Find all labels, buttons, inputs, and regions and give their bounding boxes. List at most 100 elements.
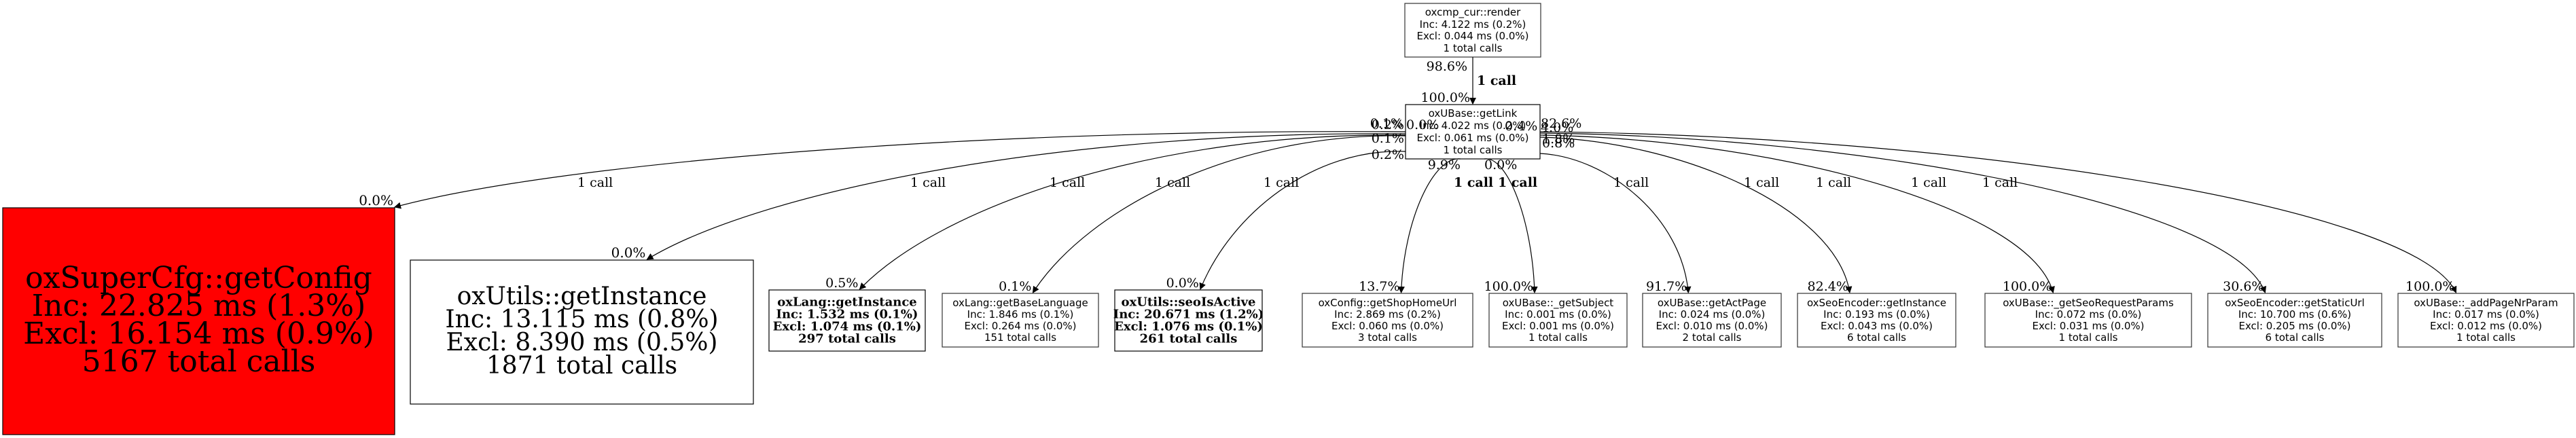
node-calls-oxlang-getbaselanguage: 151 total calls (984, 331, 1056, 344)
edge-in-pct-oxubase-getseorequestparams: 100.0% (2003, 279, 2052, 294)
node-inc-oxseoencoder-getstaticurl: Inc: 10.700 ms (0.6%) (2238, 308, 2351, 321)
node-excl-oxlang-getinstance: Excl: 1.074 ms (0.1%) (773, 319, 922, 333)
pct-left-0: 0.2% (1372, 117, 1404, 132)
pct-left-4: 0.2% (1372, 147, 1404, 162)
node-excl-oxubase-getseorequestparams: Excl: 0.031 ms (0.0%) (2032, 320, 2144, 332)
node-inc-oxubase-getactpage: Inc: 0.024 ms (0.0%) (1659, 308, 1766, 321)
node-focus[interactable]: oxUBase::getLink Inc: 4.022 ms (0.2%) Ex… (1405, 104, 1541, 160)
node-excl-oxubase-getactpage: Excl: 0.010 ms (0.0%) (1656, 320, 1768, 332)
node-root-excl: Excl: 0.044 ms (0.0%) (1416, 30, 1528, 42)
node-box-oxconfig-getshophomeurl (1302, 293, 1473, 348)
edge-oxubase-addpagenrparam: 1 call 100.0% (1539, 131, 2457, 294)
edge-label-oxlang-getinstance: 1 call (1050, 175, 1085, 190)
edge-in-pct-oxutils-seoisactive: 0.0% (1166, 276, 1199, 291)
node-name-oxubase-getactpage: oxUBase::getActPage (1658, 297, 1766, 309)
edge-path-oxubase-getseorequestparams (1539, 134, 2055, 293)
edge-label-oxlang-getbaselanguage: 1 call (1155, 175, 1190, 190)
edge-in-pct-oxubase-getsubject: 100.0% (1484, 279, 1533, 294)
node-calls-oxutils-getinstance: 1871 total calls (486, 352, 677, 380)
pct-below-1: 0.0% (1484, 158, 1517, 172)
node-box-oxutils-getinstance (410, 259, 754, 405)
node-calls-oxseoencoder-getstaticurl: 6 total calls (2266, 331, 2325, 344)
node-box-oxlang-getinstance (768, 289, 926, 352)
node-root-inc: Inc: 4.122 ms (0.2%) (1420, 18, 1526, 31)
node-focus-excl: Excl: 0.061 ms (0.0%) (1416, 132, 1528, 144)
edge-path-oxubase-getsubject (1484, 158, 1538, 293)
node-excl-oxlang-getbaselanguage: Excl: 0.264 ms (0.0%) (964, 320, 1076, 332)
node-name-oxsupercfg-getconfig: oxSuperCfg::getConfig (25, 261, 372, 295)
edge-in-pct-oxutils-getinstance: 0.0% (611, 244, 646, 261)
node-box-oxubase-getseorequestparams (1984, 293, 2192, 348)
edge-oxsupercfg-getconfig: 1 call 0.0% (359, 131, 1406, 209)
edge-label-oxutils-seoisactive: 1 call (1264, 175, 1299, 190)
node-calls-oxutils-seoisactive: 261 total calls (1140, 331, 1238, 346)
node-excl-oxseoencoder-getstaticurl: Excl: 0.205 ms (0.0%) (2238, 320, 2350, 332)
node-inc-oxlang-getinstance: Inc: 1.532 ms (0.1%) (776, 307, 918, 321)
edge-root-out-pct: 98.6% (1427, 59, 1467, 74)
node-name-oxubase-getsubject: oxUBase::_getSubject (1503, 297, 1614, 310)
node-root[interactable]: oxcmp_cur::render Inc: 4.122 ms (0.2%) E… (1404, 3, 1541, 58)
pct-right-4: 0.8% (1542, 136, 1575, 151)
edge-oxlang-getbaselanguage: 1 call 0.1% (999, 135, 1406, 294)
node-inc-oxsupercfg-getconfig: Inc: 22.825 ms (1.3%) (32, 289, 366, 323)
node-box-oxubase-getactpage (1642, 293, 1782, 348)
edge-in-pct-oxconfig-getshophomeurl: 13.7% (1359, 279, 1399, 294)
node-box-oxlang-getbaselanguage (942, 293, 1099, 348)
edge-label-oxsupercfg-getconfig: 1 call (577, 175, 613, 190)
pct-left-2: 0.0% (1406, 117, 1439, 132)
node-inc-oxubase-getsubject: Inc: 0.001 ms (0.0%) (1505, 308, 1611, 321)
node-name-oxlang-getinstance: oxLang::getInstance (777, 295, 917, 309)
node-name-oxubase-getseorequestparams: oxUBase::_getSeoRequestParams (2003, 297, 2174, 310)
node-calls-oxlang-getinstance: 297 total calls (798, 331, 896, 346)
node-excl-oxubase-addpagenrparam: Excl: 0.012 ms (0.0%) (2430, 320, 2542, 332)
node-calls-oxconfig-getshophomeurl: 3 total calls (1358, 331, 1417, 344)
edge-label-oxubase-getactpage: 1 call (1613, 175, 1649, 190)
node-focus-calls: 1 total calls (1444, 144, 1503, 156)
node-inc-oxutils-seoisactive: Inc: 20.671 ms (1.2%) (1113, 307, 1264, 321)
node-box-oxsupercfg-getconfig (2, 207, 395, 435)
node-root-calls: 1 total calls (1444, 42, 1503, 54)
node-name-oxconfig-getshophomeurl: oxConfig::getShopHomeUrl (1319, 297, 1457, 309)
node-excl-oxsupercfg-getconfig: Excl: 16.154 ms (0.9%) (23, 316, 374, 351)
pct-right-2: 4.0% (1541, 120, 1573, 135)
node-inc-oxlang-getbaselanguage: Inc: 1.846 ms (0.1%) (967, 308, 1074, 321)
node-inc-oxseoencoder-getinstance: Inc: 0.193 ms (0.0%) (1823, 308, 1930, 321)
node-inc-oxutils-getinstance: Inc: 13.115 ms (0.8%) (445, 306, 718, 333)
node-calls-oxubase-getseorequestparams: 1 total calls (2059, 331, 2118, 344)
edge-path-oxlang-getbaselanguage (1032, 135, 1406, 293)
edge-path-oxubase-addpagenrparam (1539, 131, 2457, 293)
node-excl-oxconfig-getshophomeurl: Excl: 0.060 ms (0.0%) (1331, 320, 1444, 332)
pct-right-1: 82.6% (1541, 116, 1581, 131)
edge-path-oxlang-getinstance (859, 134, 1406, 290)
edge-path-oxutils-getinstance (646, 133, 1406, 260)
edge-path-oxsupercfg-getconfig (394, 131, 1406, 209)
edge-in-pct-oxsupercfg-getconfig: 0.0% (359, 192, 393, 208)
node-excl-oxseoencoder-getinstance: Excl: 0.043 ms (0.0%) (1821, 320, 1933, 332)
node-calls-oxsupercfg-getconfig: 5167 total calls (82, 344, 316, 379)
edge-label-oxubase-getseorequestparams: 1 call (1816, 175, 1851, 190)
node-root-name: oxcmp_cur::render (1425, 6, 1521, 19)
edge-label-oxseoencoder-getinstance: 1 call (1744, 175, 1779, 190)
edge-in-pct-oxlang-getbaselanguage: 0.1% (999, 279, 1031, 294)
edge-path-oxubase-getactpage (1539, 153, 1692, 293)
edge-oxubase-getseorequestparams: 1 call 100.0% (1539, 134, 2055, 294)
node-calls-oxubase-getsubject: 1 total calls (1528, 331, 1588, 344)
